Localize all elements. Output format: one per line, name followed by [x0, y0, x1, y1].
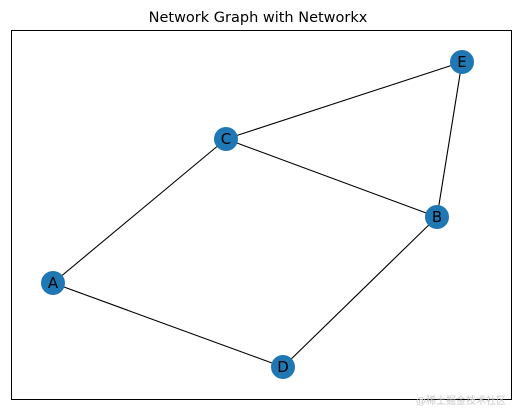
plot-frame — [11, 30, 512, 400]
edge-a-c — [52, 138, 227, 284]
edge-c-e — [225, 61, 463, 140]
edge-a-d — [52, 282, 284, 368]
watermark-text: @稀土掘金技术社区 — [416, 396, 506, 407]
figure-title: Network Graph with Networkx — [149, 10, 368, 26]
node-circle-a — [41, 271, 65, 295]
node-label-b: B — [432, 208, 442, 226]
edge-b-e — [436, 61, 463, 218]
node-circle-e — [450, 50, 474, 74]
node-circle-d — [271, 355, 295, 379]
node-d: D — [271, 355, 295, 379]
node-circle-c — [214, 127, 238, 151]
edge-b-d — [282, 216, 438, 368]
node-a: A — [41, 271, 65, 295]
node-label-c: C — [221, 130, 231, 148]
edges-layer — [52, 61, 463, 368]
nodes-layer: A B C D E — [41, 50, 474, 379]
node-label-d: D — [277, 358, 289, 376]
edge-c-b — [225, 138, 438, 218]
node-e: E — [450, 50, 474, 74]
node-label-e: E — [457, 53, 466, 71]
node-b: B — [425, 205, 449, 229]
node-label-a: A — [48, 274, 59, 292]
node-c: C — [214, 127, 238, 151]
node-circle-b — [425, 205, 449, 229]
